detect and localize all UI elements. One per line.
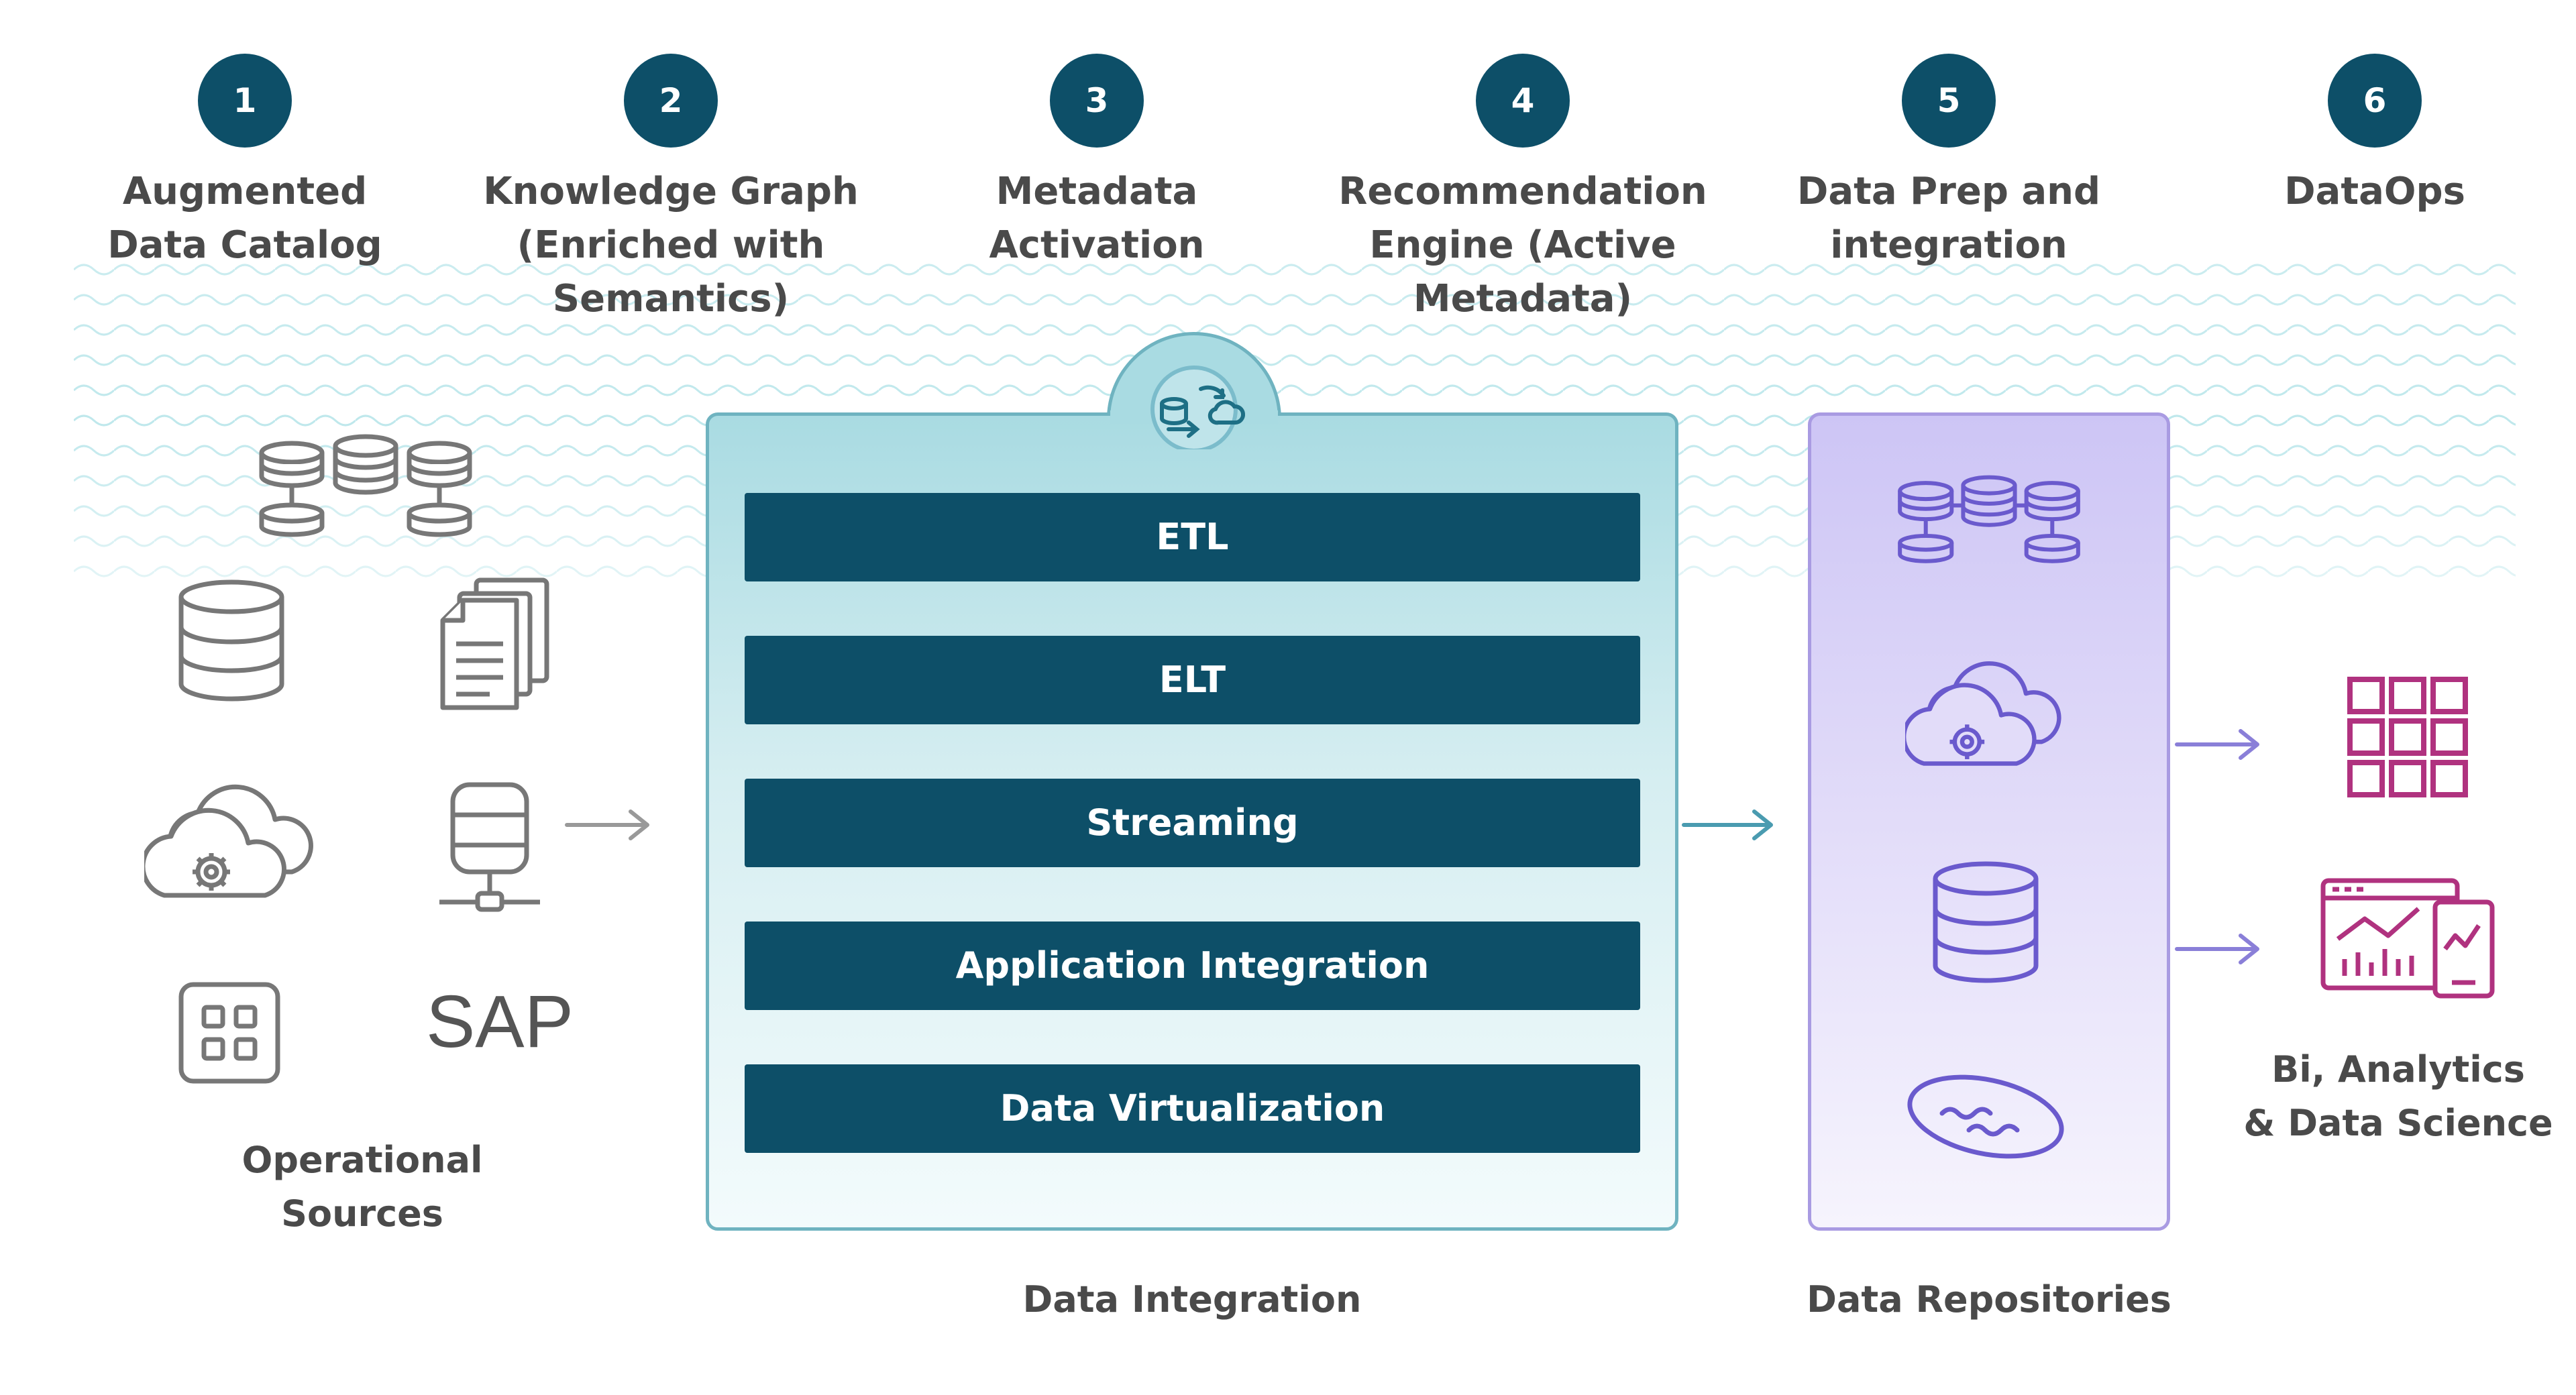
- method-bar-etl: ETL: [745, 493, 1640, 581]
- database-icon: [1933, 861, 2039, 983]
- database-network-icon: [1898, 475, 2080, 563]
- step-label: Data Prep and integration: [1796, 170, 2101, 267]
- cloud-gear-icon: [1905, 661, 2061, 766]
- app-grid-icon: [178, 982, 280, 1084]
- step-3: 3 Metadata Activation: [909, 54, 1285, 272]
- arrow-right-icon: [2175, 729, 2259, 760]
- step-number-badge: 5: [1902, 54, 1996, 148]
- step-label: Recommendation Engine (Active Metadata): [1338, 170, 1707, 321]
- step-number-badge: 1: [198, 54, 292, 148]
- cloud-gear-icon: [144, 784, 313, 898]
- step-label: Augmented Data Catalog: [107, 170, 382, 267]
- data-repositories-caption: Data Repositories: [1807, 1278, 2171, 1321]
- step-4: 4 Recommendation Engine (Active Metadata…: [1335, 54, 1711, 326]
- data-lake-icon: [1907, 1074, 2064, 1159]
- method-bar-elt: ELT: [745, 636, 1640, 724]
- data-repositories-panel: [1808, 412, 2170, 1231]
- step-number-badge: 3: [1050, 54, 1144, 148]
- step-label: Metadata Activation: [989, 170, 1205, 267]
- arrow-right-icon: [2175, 934, 2259, 964]
- step-number-badge: 4: [1476, 54, 1570, 148]
- documents-icon: [440, 577, 549, 710]
- bi-analytics-caption: Bi, Analytics & Data Science: [2243, 1048, 2553, 1144]
- step-5: 5 Data Prep and integration: [1761, 54, 2137, 272]
- dashboard-grid-icon: [2347, 677, 2468, 797]
- method-bar-application-integration: Application Integration: [745, 922, 1640, 1010]
- arrow-right-icon: [1682, 810, 1773, 840]
- step-label: DataOps: [2284, 170, 2465, 213]
- step-1: 1 Augmented Data Catalog: [57, 54, 433, 272]
- data-integration-caption: Data Integration: [1022, 1278, 1362, 1321]
- server-icon: [439, 782, 540, 912]
- data-sync-icon: [1150, 366, 1245, 449]
- database-network-icon: [259, 434, 472, 537]
- step-number-badge: 2: [624, 54, 718, 148]
- sap-logo-text: SAP: [425, 981, 574, 1063]
- method-bar-streaming: Streaming: [745, 779, 1640, 867]
- database-icon: [178, 579, 284, 702]
- arrow-right-icon: [565, 810, 649, 840]
- operational-sources-caption: Operational Sources: [241, 1139, 483, 1235]
- analytics-chart-icon: [2320, 878, 2495, 999]
- step-2: 2 Knowledge Graph (Enriched with Semanti…: [483, 54, 859, 326]
- step-6: 6 DataOps: [2187, 54, 2563, 219]
- step-number-badge: 6: [2328, 54, 2422, 148]
- method-bar-data-virtualization: Data Virtualization: [745, 1064, 1640, 1153]
- step-label: Knowledge Graph (Enriched with Semantics…: [483, 170, 859, 321]
